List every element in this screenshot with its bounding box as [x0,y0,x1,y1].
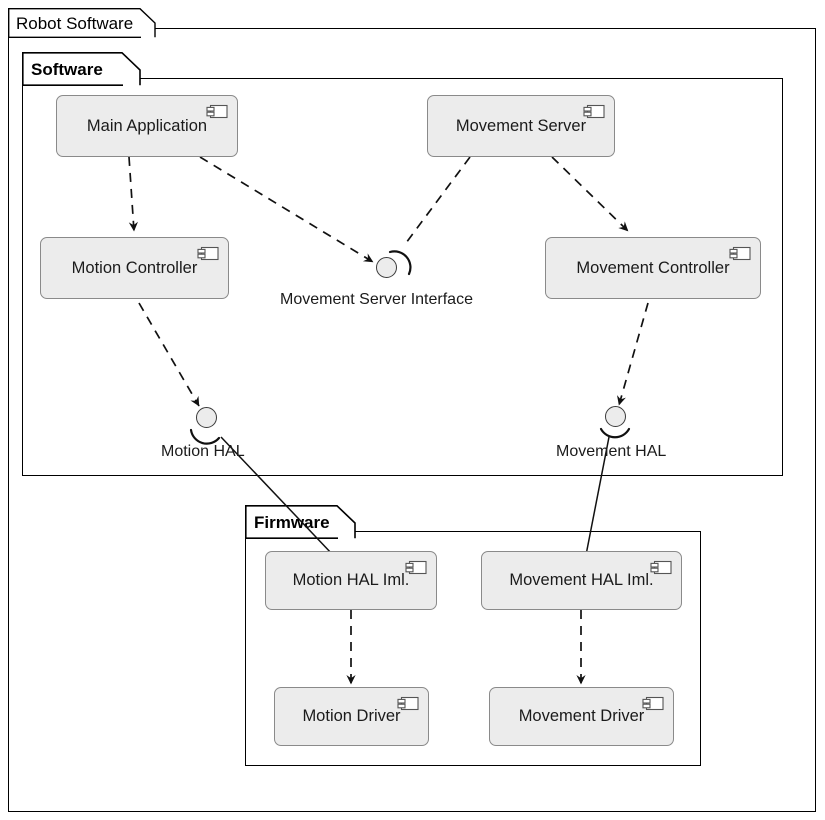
component-icon [729,246,751,261]
component-movement-hal-iml-label: Movement HAL Iml. [509,571,654,590]
interface-label-motion-hal: Motion HAL [161,443,245,460]
package-robot-software-label: Robot Software [16,13,134,33]
package-robot-software-body [8,28,816,812]
component-motion-hal-iml-label: Motion HAL Iml. [292,571,410,590]
component-icon [197,246,219,261]
component-movement-controller[interactable]: Movement Controller [545,237,761,299]
component-main-application[interactable]: Main Application [56,95,238,157]
package-software-tab: Software [22,52,140,86]
component-movement-controller-label: Movement Controller [576,258,730,277]
component-motion-controller-label: Motion Controller [71,258,198,277]
package-firmware-label: Firmware [254,512,330,532]
package-software-tab-shape [22,52,141,86]
package-robot-software-tab-shape [8,8,156,38]
component-movement-server[interactable]: Movement Server [427,95,615,157]
component-motion-controller[interactable]: Motion Controller [40,237,229,299]
component-movement-hal-iml[interactable]: Movement HAL Iml. [481,551,682,610]
package-software-body [22,78,783,476]
component-icon [642,696,664,711]
package-firmware-body [245,531,701,766]
interface-label-movement-hal: Movement HAL [556,443,667,460]
component-movement-driver-label: Movement Driver [518,707,645,726]
component-icon [405,560,427,575]
component-icon [650,560,672,575]
interface-ball-motion-hal[interactable] [196,407,217,428]
interface-ball-movement-hal[interactable] [605,406,626,427]
interface-ball-movement-server-interface[interactable] [376,257,397,278]
component-motion-hal-iml[interactable]: Motion HAL Iml. [265,551,437,610]
package-robot-software-tab: Robot Software [8,8,155,38]
package-firmware-tab: Firmware [245,505,355,539]
component-icon [583,104,605,119]
component-motion-driver-label: Motion Driver [302,707,401,726]
package-software-label: Software [31,59,103,79]
component-icon [206,104,228,119]
component-movement-server-label: Movement Server [455,116,587,135]
package-software: Software [22,52,783,476]
package-robot-software: Robot Software [8,8,816,812]
component-icon [397,696,419,711]
component-movement-driver[interactable]: Movement Driver [489,687,674,746]
component-main-application-label: Main Application [86,116,208,135]
interface-label-movement-server-interface: Movement Server Interface [280,291,473,308]
component-motion-driver[interactable]: Motion Driver [274,687,429,746]
